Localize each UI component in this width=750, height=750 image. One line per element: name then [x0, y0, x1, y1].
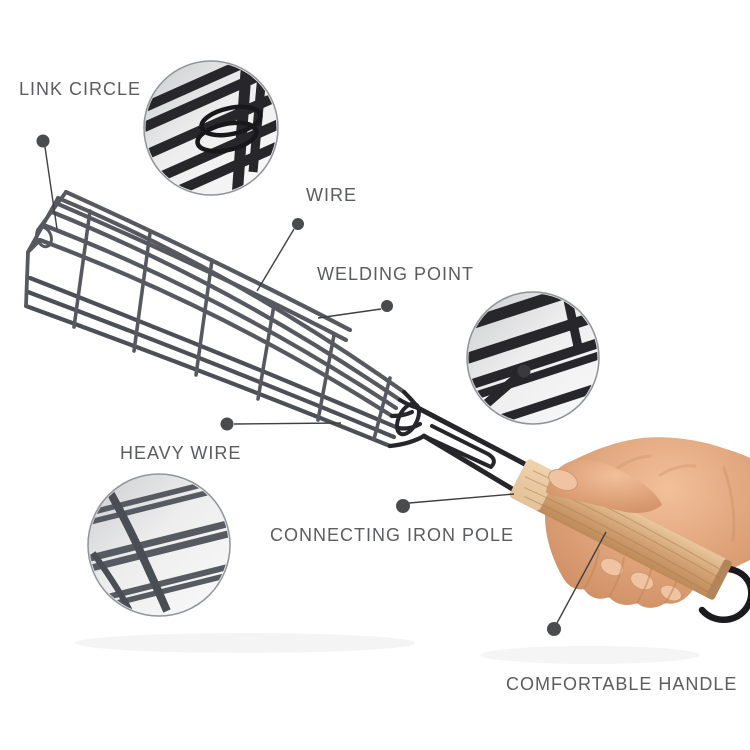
callout-heavy-wire: [220, 417, 342, 431]
link-circle-coil: [195, 104, 263, 154]
callout-welding-point: [317, 300, 393, 319]
label-welding-point: WELDING POINT: [317, 264, 475, 284]
thumb: [546, 459, 662, 513]
finger-nails: [600, 557, 682, 602]
basket-end-cap: [24, 190, 68, 308]
callout-dot: [220, 417, 234, 431]
label-wire: WIRE: [306, 185, 357, 205]
grill-basket: [23, 189, 427, 449]
callout-connecting-iron-pole: [396, 493, 515, 513]
callout-dot: [36, 134, 50, 148]
callout-wire: [256, 218, 304, 292]
basket-cross-hoops: [72, 209, 392, 441]
hang-loop: [698, 565, 750, 623]
finger-creases: [583, 549, 679, 604]
inset-link-circle-detail: [143, 60, 279, 196]
basket-bottom-rails: [23, 275, 401, 449]
connecting-iron-pole-part: [395, 401, 543, 502]
thumb-nail: [548, 469, 578, 491]
callout-dot: [381, 300, 393, 312]
basket-top-rails: [37, 195, 407, 419]
label-connecting-iron-pole: CONNECTING IRON POLE: [270, 525, 515, 545]
slider-ring: [395, 401, 421, 437]
callout-dot: [547, 622, 561, 636]
handle-end: [706, 559, 732, 600]
callout-link-circle: [36, 134, 58, 230]
hand-shading: [613, 454, 736, 542]
callout-dot: [292, 218, 304, 230]
slider-lock-u-wire: [426, 424, 496, 469]
hand-foreground: [546, 459, 682, 604]
callout-comfortable-handle: [547, 531, 607, 636]
label-link-circle: LINK CIRCLE: [19, 79, 142, 99]
link-circle-part: [35, 225, 53, 249]
inset-heavy-wire-detail: [87, 473, 231, 617]
handle-tip: [509, 459, 557, 511]
soft-shadow: [75, 633, 700, 664]
callouts: [36, 134, 607, 636]
wood-grain-lines: [523, 470, 721, 594]
callout-dot: [396, 499, 410, 513]
inset-welding-point-detail: [466, 291, 600, 425]
label-comfortable-handle: COMFORTABLE HANDLE: [506, 674, 738, 694]
label-heavy-wire: HEAVY WIRE: [120, 443, 242, 463]
